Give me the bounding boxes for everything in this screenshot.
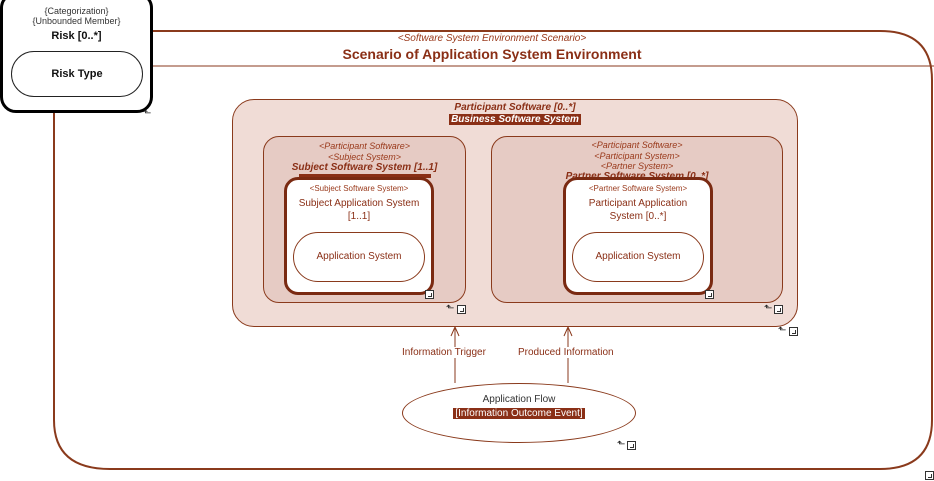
scenario-expand-icon[interactable] [925, 471, 934, 480]
subject-software-stereo-2: <Subject System> [327, 152, 402, 162]
categorization-stereo: {Categorization} [44, 6, 109, 16]
participant-application-inner-box[interactable]: Application System [572, 232, 704, 282]
risk-type-box[interactable]: Risk Type [11, 51, 143, 97]
participant-app-title-1: Participant Application [588, 198, 688, 209]
subject-application-inner-box[interactable]: Application System [293, 232, 425, 282]
subject-software-expand-icon[interactable] [457, 305, 466, 314]
participant-software-title: Participant Software [0..*] [454, 102, 576, 113]
participant-app-stereo: <Partner Software System> [588, 184, 688, 193]
participant-software-arrow-icon[interactable]: ⬑ [778, 325, 787, 336]
subject-app-title-1: Subject Application System [298, 198, 420, 209]
participant-application-system-box[interactable]: <Partner Software System> Participant Ap… [563, 177, 713, 295]
business-software-system-label: Business Software System [449, 114, 581, 125]
expand-arrow-icon[interactable]: ⬑ [143, 108, 152, 119]
partner-software-stereo-1: <Participant Software> [591, 140, 683, 150]
subject-application-inner-label: Application System [316, 251, 402, 262]
subject-software-stereo-1: <Participant Software> [318, 141, 411, 151]
participant-application-inner-label: Application System [595, 251, 681, 262]
scenario-title: Scenario of Application System Environme… [342, 46, 642, 62]
categorization-risk-box[interactable]: {Categorization} {Unbounded Member} Risk… [0, 0, 153, 113]
participant-app-title-2: System [0..*] [609, 211, 667, 222]
participant-software-expand-icon[interactable] [789, 327, 798, 336]
partner-software-arrow-icon[interactable]: ⬑ [764, 303, 773, 314]
subject-app-expand-icon[interactable] [425, 290, 434, 299]
subject-app-title-2: [1..1] [347, 211, 371, 222]
information-outcome-event-label: [Information Outcome Event] [453, 408, 585, 419]
application-flow-title: Application Flow [482, 394, 556, 405]
subject-software-highlight-bar [299, 174, 431, 178]
unbounded-member-stereo: {Unbounded Member} [32, 16, 121, 26]
application-flow-arrow-icon[interactable]: ⬑ [617, 439, 626, 450]
scenario-stereo: <Software System Environment Scenario> [397, 33, 587, 44]
partner-software-stereo-3: <Partner System> [600, 161, 674, 171]
subject-software-arrow-icon[interactable]: ⬑ [446, 303, 455, 314]
subject-application-system-box[interactable]: <Subject Software System> Subject Applic… [284, 177, 434, 295]
participant-app-expand-icon[interactable] [705, 290, 714, 299]
application-flow-ellipse[interactable]: Application Flow [Information Outcome Ev… [402, 383, 636, 443]
risk-type-label: Risk Type [51, 68, 103, 80]
risk-title: Risk [0..*] [51, 30, 102, 42]
information-trigger-label: Information Trigger [402, 347, 486, 358]
partner-software-title: Partner Software System [0..*] [492, 171, 782, 182]
produced-information-label: Produced Information [518, 347, 614, 358]
partner-software-expand-icon[interactable] [774, 305, 783, 314]
subject-software-title: Subject Software System [1..1] [291, 162, 438, 173]
application-flow-expand-icon[interactable] [627, 441, 636, 450]
subject-app-stereo: <Subject Software System> [309, 184, 409, 193]
partner-software-stereo-2: <Participant System> [594, 151, 680, 161]
